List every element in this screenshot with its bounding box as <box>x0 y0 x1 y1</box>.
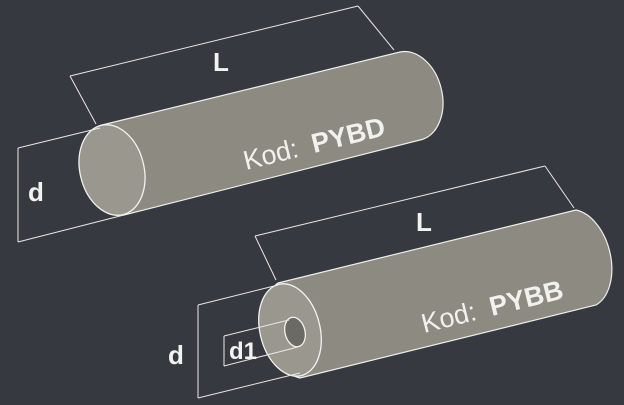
pybb-inner-bore <box>283 316 307 348</box>
pybd-diameter-label: d <box>28 177 44 207</box>
pybd-length-label: L <box>213 47 229 77</box>
pybd-diameter-dimension <box>17 127 125 243</box>
part-pybb: L d d1 Kod: PYBB <box>168 165 613 399</box>
pybd-length-dimension <box>69 5 395 125</box>
part-pybd: L d Kod: PYBD <box>17 5 444 243</box>
pybb-inner-diameter-label: d1 <box>229 338 257 365</box>
pybb-diameter-label: d <box>168 340 184 370</box>
pybb-length-dimension <box>254 165 575 281</box>
pybd-end-face <box>78 124 146 216</box>
pybb-diameter-dimension <box>197 284 301 399</box>
pybb-length-label: L <box>416 207 432 237</box>
pybb-inner-diameter-dimension <box>223 319 299 367</box>
